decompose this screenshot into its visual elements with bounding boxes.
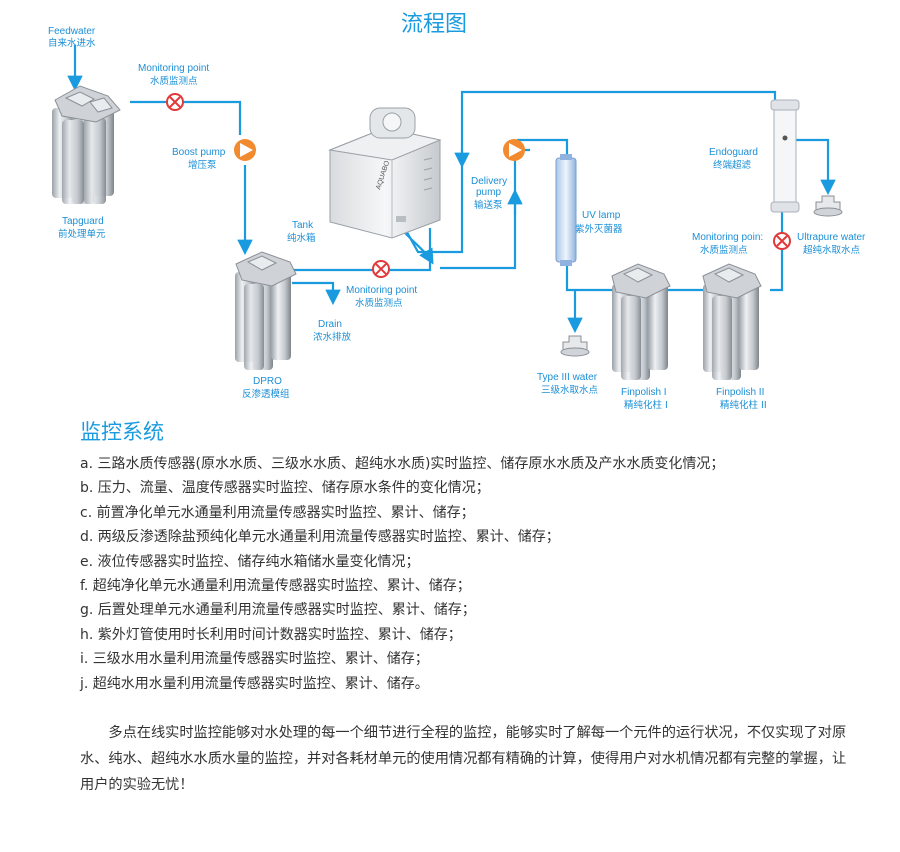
- list-item: g. 后置处理单元水通量利用流量传感器实时监控、累计、储存；: [80, 602, 476, 619]
- drain-label-cn: 浓水排放: [313, 331, 352, 343]
- section-title: 监控系统: [80, 420, 164, 444]
- boost-pump-label: Boost pump: [172, 147, 226, 158]
- tank-label-cn: 纯水箱: [287, 232, 316, 244]
- dpro-cartridges: [235, 251, 297, 370]
- uv-lamp: [555, 154, 577, 266]
- feedwater-label-cn: 自来水进水: [48, 37, 96, 49]
- finpolish2-label: Finpolish II: [716, 387, 764, 398]
- finpolish2-label-cn: 精纯化柱 II: [720, 399, 767, 410]
- endoguard: [770, 99, 800, 213]
- monitoring1-label: Monitoring point: [138, 63, 209, 74]
- finpolish2-cartridges: [702, 263, 762, 380]
- endoguard-label-cn: 终端超滤: [713, 159, 752, 171]
- uv-lamp-label: UV lamp: [582, 210, 621, 221]
- monitoring-valve-1-icon: [166, 93, 184, 111]
- pipes: [67, 45, 836, 334]
- list-item: c. 前置净化单元水通量利用流量传感器实时监控、累计、储存；: [80, 504, 475, 521]
- pipe-endoguard-to-ultrapure: [795, 138, 836, 196]
- endoguard-label: Endoguard: [709, 147, 758, 158]
- monitoring3-label-cn: 水质监测点: [700, 244, 748, 256]
- list-item: f. 超纯净化单元水通量利用流量传感器实时监控、累计、储存；: [80, 577, 471, 594]
- pipe-delivery-to-uv: [517, 138, 569, 158]
- type3-label-cn: 三级水取水点: [541, 384, 599, 396]
- finpolish1-cartridges: [611, 263, 671, 380]
- list-item: e. 液位传感器实时监控、储存纯水箱储水量变化情况；: [80, 553, 420, 570]
- monitoring-valve-3-icon: [773, 232, 791, 250]
- flow-chart-title: 流程图: [400, 12, 467, 37]
- feedwater-label: Feedwater: [48, 26, 96, 37]
- monitoring1-label-cn: 水质监测点: [150, 75, 198, 87]
- delivery-pump-icon: [503, 139, 525, 161]
- tank: AQUABO: [328, 107, 442, 239]
- list-item: d. 两级反渗透除盐预纯化单元水通量利用流量传感器实时监控、累计、储存；: [80, 529, 560, 546]
- list-item: h. 紫外灯管使用时长利用时间计数器实时监控、累计、储存；: [80, 626, 462, 643]
- pipe-tapguard-to-pump: [130, 100, 242, 135]
- list-item: j. 超纯水用水量利用流量传感器实时监控、累计、储存。: [80, 675, 429, 692]
- finpolish1-label: Finpolish I: [621, 387, 667, 398]
- uv-lamp-label-cn: 紫外灭菌器: [575, 223, 623, 235]
- monitoring3-label: Monitoring poin:: [692, 232, 763, 243]
- monitoring2-label: Monitoring point: [346, 285, 417, 296]
- pipe-fp2-to-endoguard: [770, 212, 784, 292]
- tapguard-label: Tapguard: [62, 216, 104, 227]
- pipe-uv-to-finpolish: [565, 262, 612, 292]
- list-item: a. 三路水质传感器(原水水质、三级水水质、超纯水水质)实时监控、储存原水水质及…: [80, 456, 725, 472]
- pipe-dpro-to-tank: [292, 228, 432, 272]
- ultrapure-label: Ultrapure water: [797, 232, 866, 243]
- summary-paragraph: 多点在线实时监控能够对水处理的每一个细节进行全程的监控，能够实时了解每一个元件的…: [80, 725, 847, 793]
- finpolish1-label-cn: 精纯化柱 I: [624, 399, 668, 410]
- dpro-label: DPRO: [253, 376, 282, 387]
- type3-label: Type III water: [537, 372, 598, 383]
- boost-pump-label-cn: 增压泵: [188, 159, 217, 171]
- ultrapure-label-cn: 超纯水取水点: [803, 244, 861, 256]
- dpro-label-cn: 反渗透模组: [242, 388, 290, 400]
- list-item: b. 压力、流量、温度传感器实时监控、储存原水条件的变化情况；: [80, 480, 490, 497]
- monitoring-valve-2-icon: [372, 260, 390, 278]
- pipe-dpro-drain: [292, 281, 341, 306]
- boost-pump-icon: [234, 139, 256, 161]
- monitoring2-label-cn: 水质监测点: [355, 297, 403, 309]
- tapguard-cartridges: [52, 85, 121, 204]
- monitoring-item-list: a. 三路水质传感器(原水水质、三级水水质、超纯水水质)实时监控、储存原水水质及…: [80, 452, 724, 696]
- tank-label: Tank: [292, 220, 314, 231]
- delivery-pump-label-2: pump: [476, 187, 501, 198]
- type3-tap-icon: [560, 335, 590, 357]
- list-item: i. 三级水用水量利用流量传感器实时监控、累计、储存；: [80, 651, 429, 668]
- drain-label: Drain: [318, 319, 342, 330]
- pipe-tank-out: [402, 90, 777, 254]
- ultrapure-tap-icon: [813, 195, 843, 217]
- delivery-pump-label-cn: 输送泵: [474, 199, 503, 211]
- delivery-pump-label-1: Delivery: [471, 176, 507, 187]
- tapguard-label-cn: 前处理单元: [58, 228, 106, 240]
- water-flow-diagram: AQUABO: [48, 26, 866, 410]
